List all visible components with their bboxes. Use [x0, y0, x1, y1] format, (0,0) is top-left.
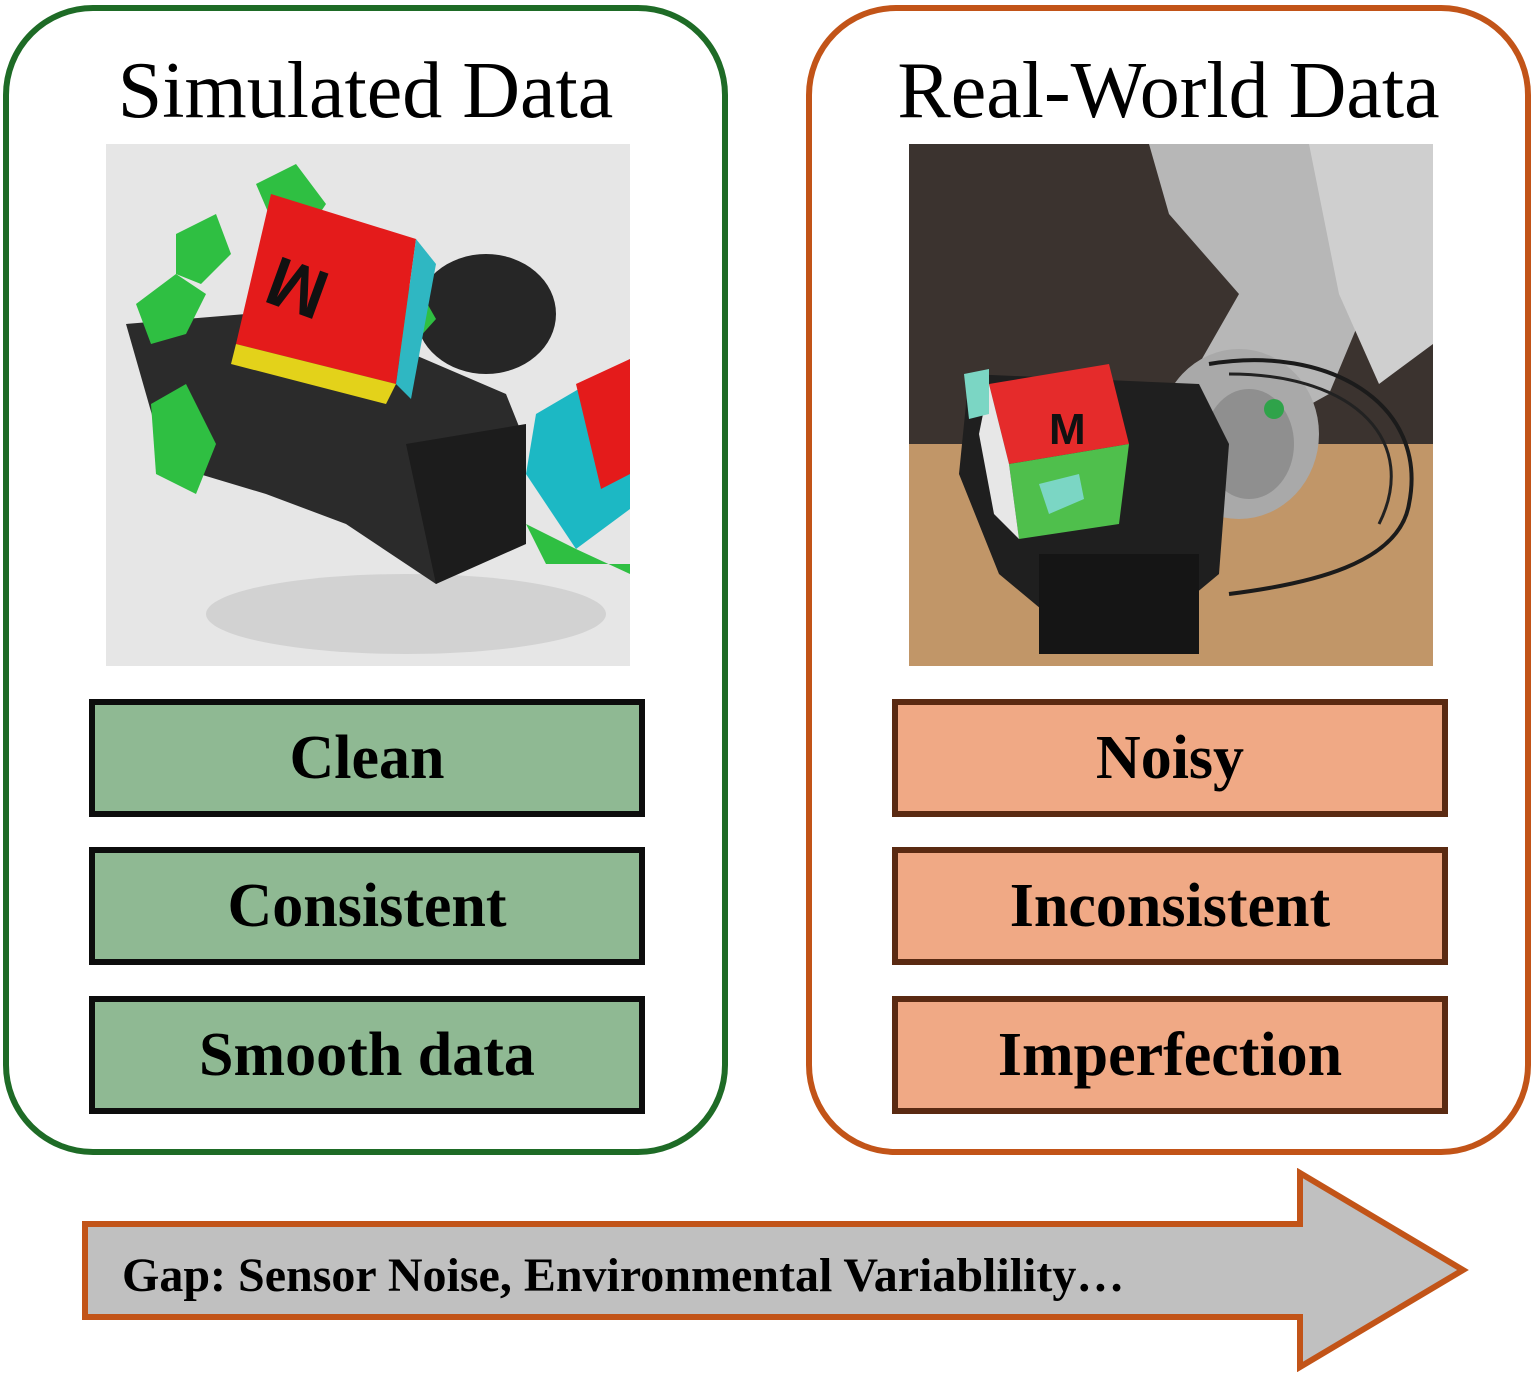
tag-noisy: Noisy — [892, 699, 1448, 817]
real-world-data-panel: Real-World Data M Noisy I — [806, 5, 1531, 1155]
tag-consistent: Consistent — [89, 847, 645, 965]
simulated-data-panel: Simulated Data M Clean Consisten — [3, 5, 728, 1155]
tag-imperfection: Imperfection — [892, 996, 1448, 1114]
simulated-hand-illustration: M — [106, 144, 630, 666]
real-cube-letter: M — [1049, 405, 1086, 454]
simulated-data-title: Simulated Data — [117, 47, 614, 135]
real-world-data-title: Real-World Data — [897, 47, 1440, 135]
tag-smooth-data: Smooth data — [89, 996, 645, 1114]
gap-arrow-shape — [82, 1168, 1469, 1372]
simulated-hand-image: M — [106, 144, 630, 666]
gap-label: Gap: Sensor Noise, Environmental Variabl… — [122, 1249, 1125, 1302]
tag-inconsistent: Inconsistent — [892, 847, 1448, 965]
real-robot-image: M — [909, 144, 1433, 666]
tag-clean: Clean — [89, 699, 645, 817]
real-robot-illustration: M — [909, 144, 1433, 666]
